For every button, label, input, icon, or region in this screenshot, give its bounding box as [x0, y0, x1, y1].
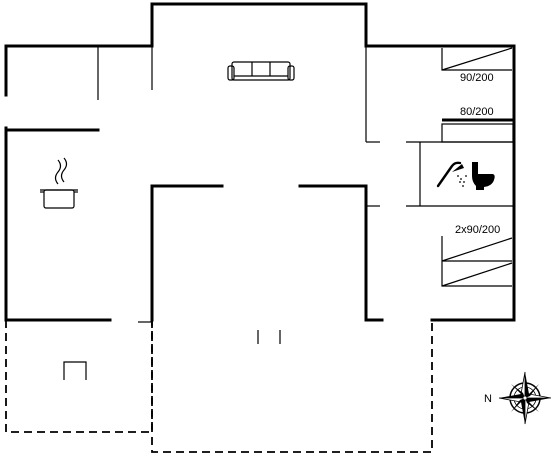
bed-3: 2x90/200: [441, 224, 513, 287]
terrace-grill: [63, 361, 87, 380]
terrace-outline: [5, 320, 433, 453]
compass-north-label: N: [484, 393, 492, 405]
cooking-pot-icon: [40, 157, 78, 209]
interior-walls: [4, 46, 514, 322]
compass-rose-icon: [498, 371, 552, 425]
bed-1-label: 90/200: [460, 72, 494, 84]
bed-2-label: 80/200: [460, 106, 494, 118]
outer-walls: [4, 2, 516, 322]
bed-3-label: 2x90/200: [455, 224, 500, 236]
sofa-icon: [227, 61, 295, 81]
bed-2: 80/200: [441, 106, 514, 143]
toilet-icon: [472, 162, 495, 190]
bed-1: 90/200: [441, 47, 513, 84]
shower-icon: [436, 161, 467, 188]
terrace-door-marks: [257, 330, 281, 344]
